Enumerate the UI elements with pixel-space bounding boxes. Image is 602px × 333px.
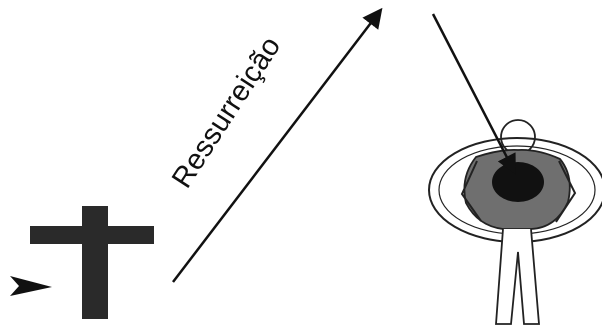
- left-arrow-icon: [10, 276, 52, 296]
- cross-icon: [30, 206, 154, 319]
- person-figure-icon: [429, 120, 602, 324]
- resurrection-label: Ressurreição: [166, 31, 287, 194]
- descending-arrow-icon: [433, 14, 514, 171]
